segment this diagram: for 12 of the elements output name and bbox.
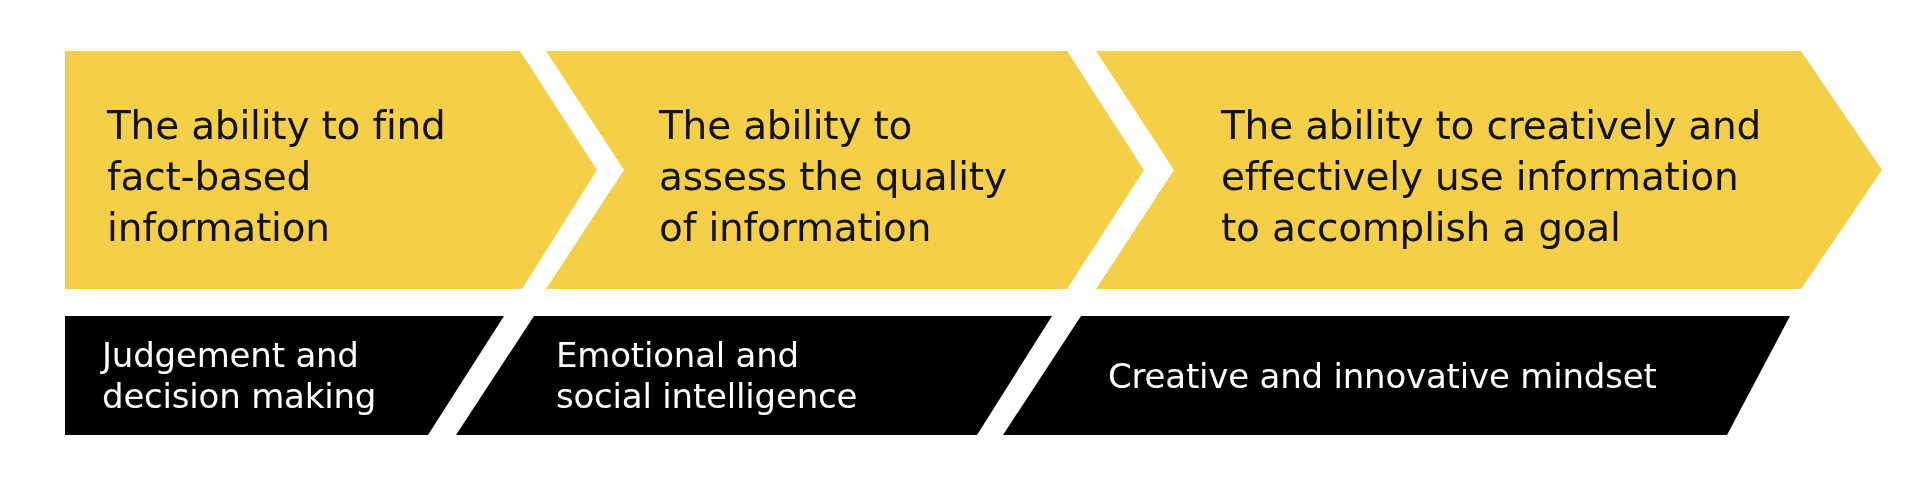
step-description: The ability to assess the quality of information <box>659 102 1008 252</box>
slanted-band <box>456 316 1052 435</box>
step-description: The ability to find fact-based information <box>107 102 447 252</box>
slanted-band <box>65 316 504 435</box>
chevron-step <box>546 51 1144 289</box>
chevron-step <box>1096 51 1882 289</box>
chevron-step <box>65 51 597 289</box>
step-description: The ability to creatively and effectively use information to accomplish a goal <box>1221 102 1762 252</box>
skill-label: Judgement and decision making <box>102 334 378 417</box>
slanted-band <box>1003 316 1790 435</box>
skill-label: Creative and innovative mindset <box>1108 355 1658 396</box>
skill-label: Emotional and social intelligence <box>556 334 859 417</box>
